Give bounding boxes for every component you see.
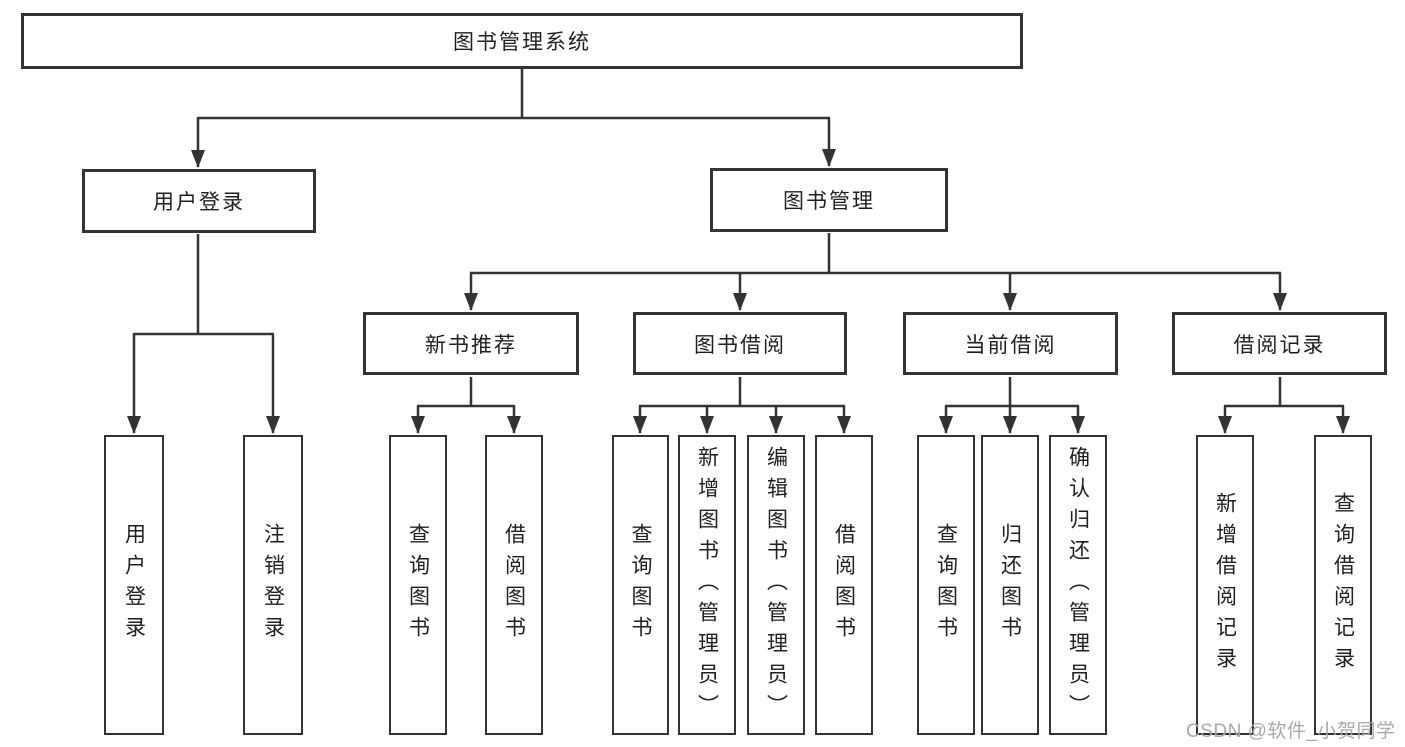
node-label: 图书借阅 xyxy=(694,333,786,357)
leaf-label: 查询图书 xyxy=(934,523,958,647)
node-label: 用户登录 xyxy=(153,191,245,214)
node-label: 图书管理系统 xyxy=(453,31,591,54)
node-book-borrow: 图书借阅 xyxy=(633,312,847,375)
leaf-label: 查询图书 xyxy=(629,523,652,647)
leaf-current-return-book: 归还图书 xyxy=(981,435,1039,735)
leaf-borrow-query-book: 查询图书 xyxy=(612,435,669,735)
node-borrow-records: 借阅记录 xyxy=(1172,312,1387,375)
leaf-label: 借阅图书 xyxy=(502,523,526,647)
leaf-user-login: 用户登录 xyxy=(104,435,164,735)
leaf-label: 查询借阅记录 xyxy=(1331,492,1355,678)
leaf-label: 新增借阅记录 xyxy=(1213,492,1237,678)
node-book-management: 图书管理 xyxy=(710,168,948,232)
leaf-label: 用户登录 xyxy=(122,523,146,647)
leaf-records-query-record: 查询借阅记录 xyxy=(1314,435,1372,735)
csdn-watermark: CSDN @软件_小贺同学 xyxy=(1186,721,1396,742)
node-label: 图书管理 xyxy=(783,190,875,213)
node-library-management-system: 图书管理系统 xyxy=(21,13,1023,69)
leaf-label: 编辑图书（管理员） xyxy=(764,445,788,725)
node-current-borrow: 当前借阅 xyxy=(903,312,1118,375)
node-label: 新书推荐 xyxy=(425,333,517,357)
leaf-current-confirm-return-admin: 确认归还（管理员） xyxy=(1049,435,1107,735)
leaf-recommend-borrow-book: 借阅图书 xyxy=(485,435,543,735)
leaf-label: 归还图书 xyxy=(998,523,1022,647)
node-label: 借阅记录 xyxy=(1233,333,1326,357)
leaf-borrow-edit-book-admin: 编辑图书（管理员） xyxy=(747,435,805,735)
leaf-current-query-book: 查询图书 xyxy=(917,435,975,735)
leaf-records-add-record: 新增借阅记录 xyxy=(1196,435,1254,735)
leaf-recommend-query-book: 查询图书 xyxy=(389,435,447,735)
leaf-label: 查询图书 xyxy=(406,523,430,647)
leaf-label: 新增图书（管理员） xyxy=(695,445,719,725)
leaf-logout: 注销登录 xyxy=(243,435,303,735)
leaf-label: 借阅图书 xyxy=(832,523,856,647)
node-new-book-recommend: 新书推荐 xyxy=(363,312,579,375)
node-user-login: 用户登录 xyxy=(82,169,316,233)
node-label: 当前借阅 xyxy=(964,333,1057,357)
leaf-label: 注销登录 xyxy=(261,523,285,647)
leaf-label: 确认归还（管理员） xyxy=(1066,445,1090,725)
leaf-borrow-add-book-admin: 新增图书（管理员） xyxy=(678,435,736,735)
leaf-borrow-borrow-book: 借阅图书 xyxy=(815,435,873,735)
